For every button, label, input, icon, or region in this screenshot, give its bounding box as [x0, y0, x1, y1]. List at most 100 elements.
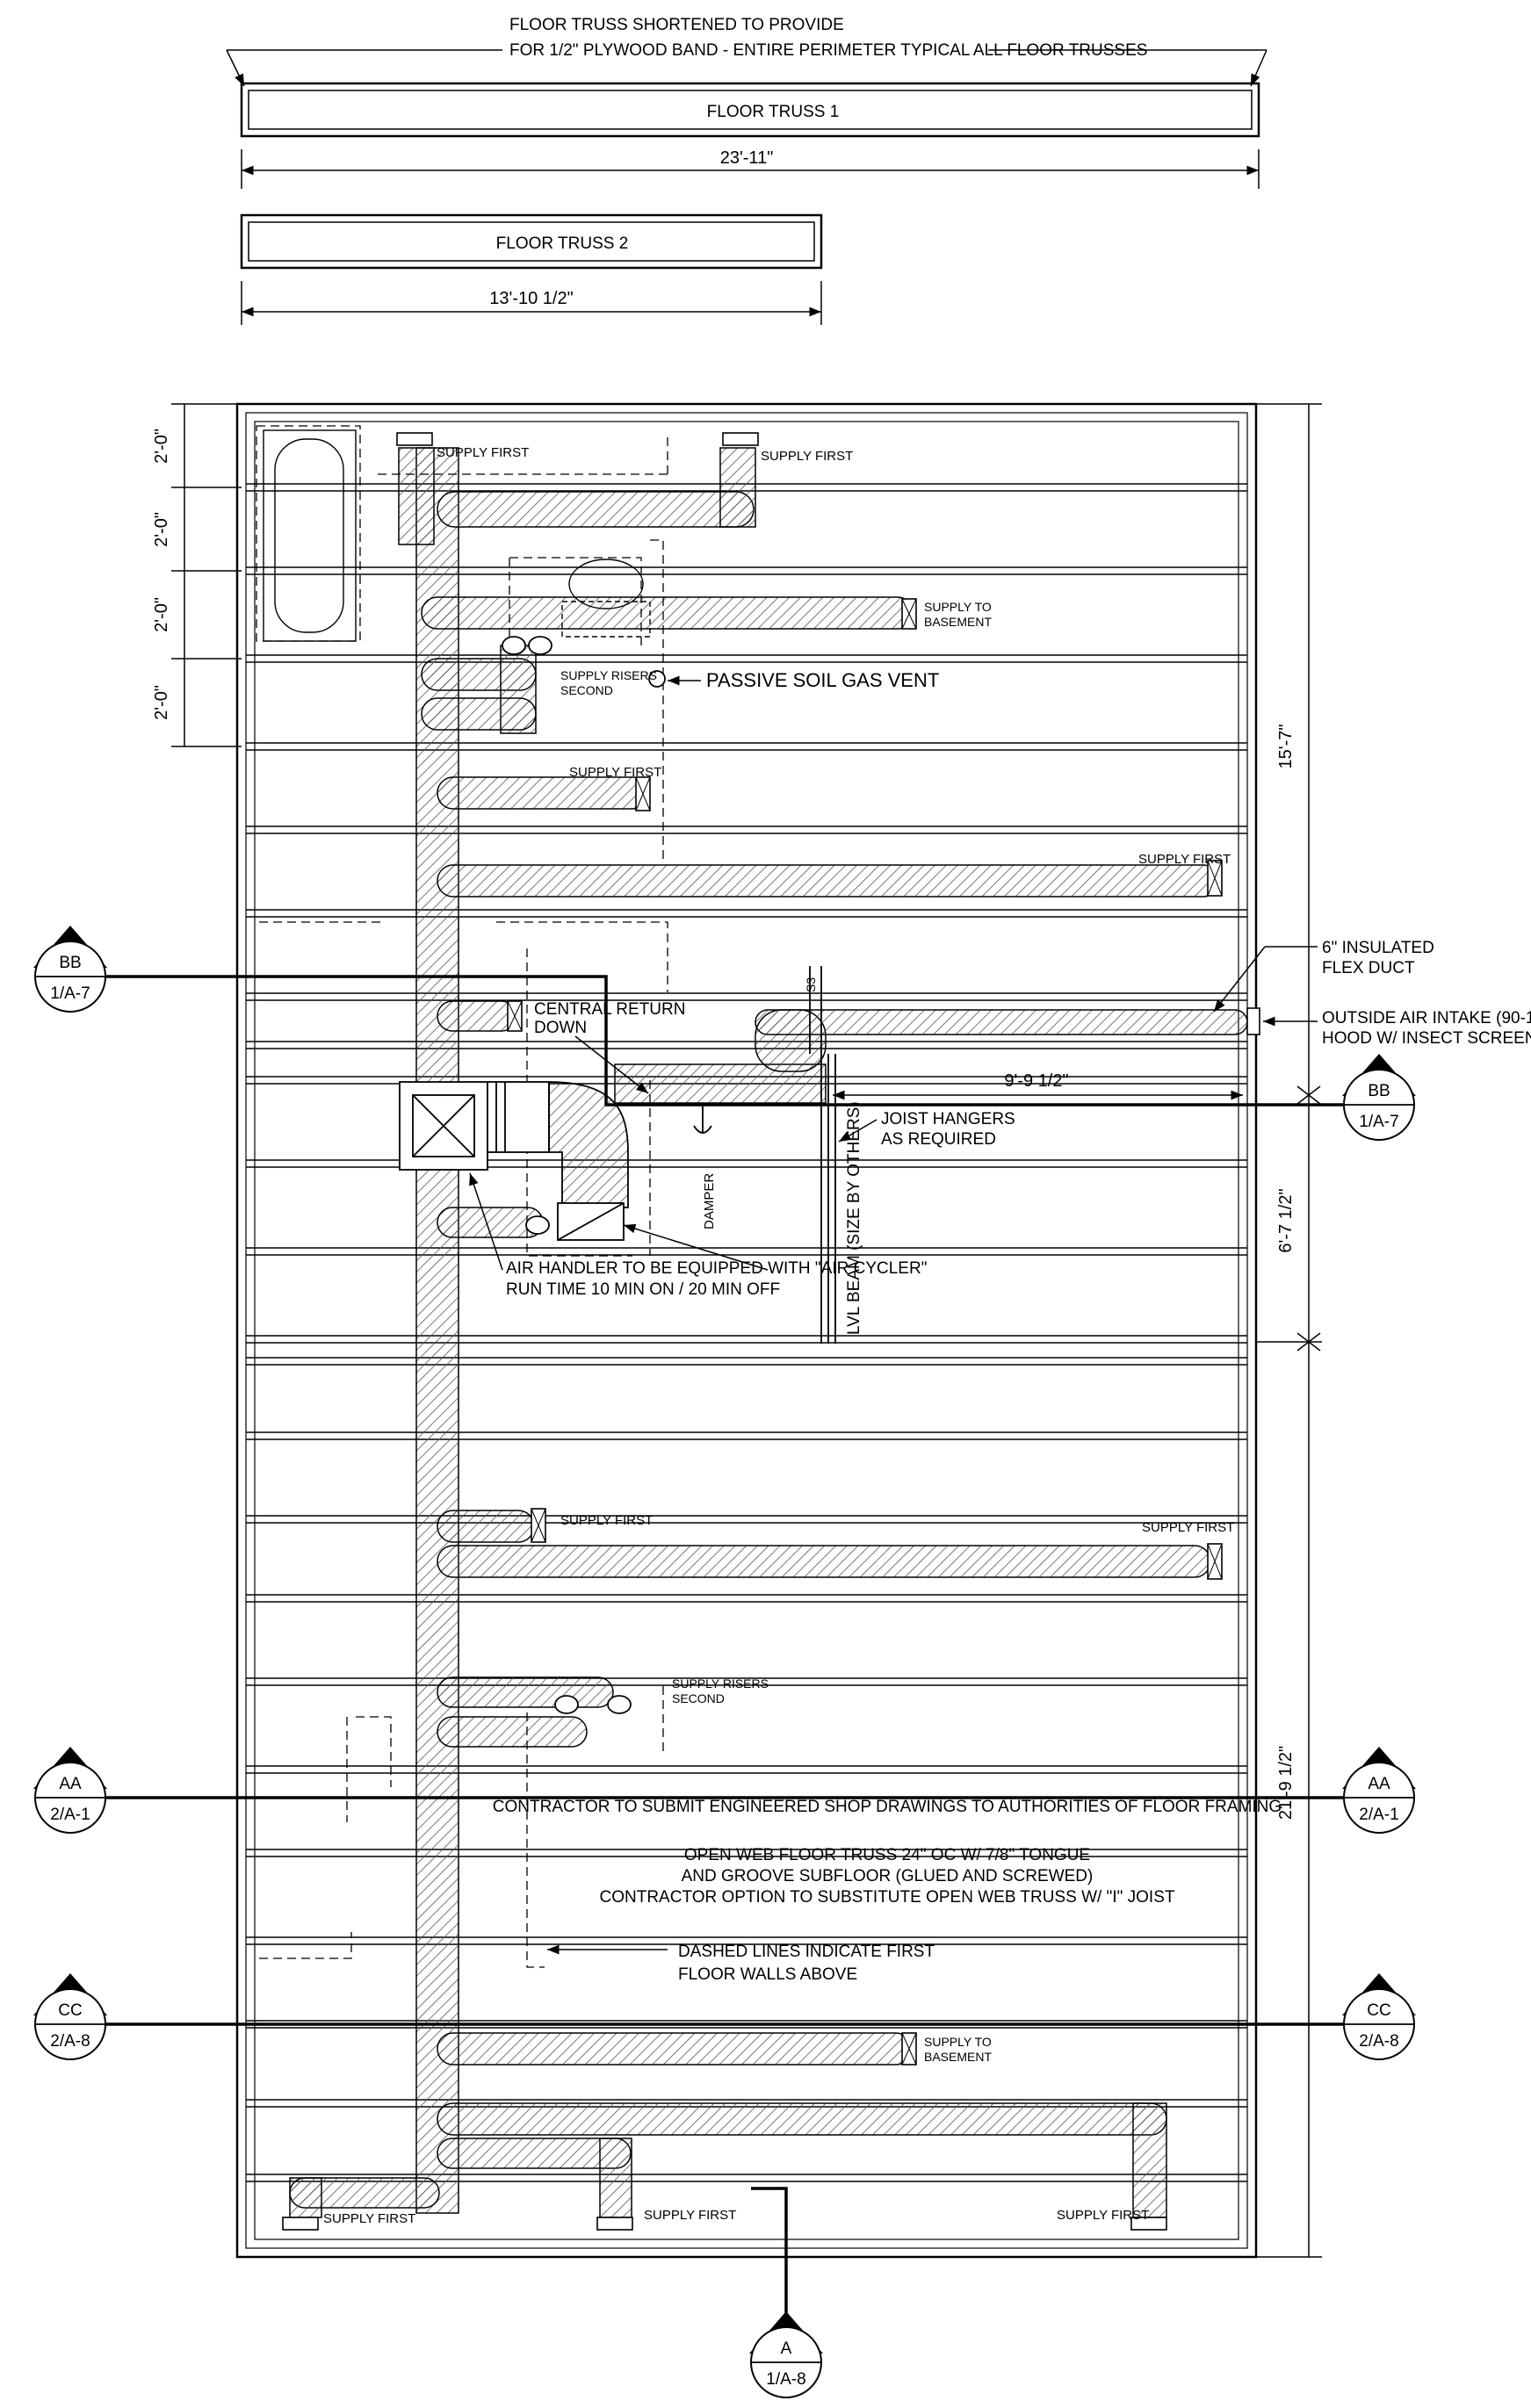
flex-duct-label-1: 6" INSULATED — [1322, 939, 1434, 957]
duct-branch-9 — [437, 1510, 535, 1543]
duct-riser-bottom-mid — [599, 2138, 632, 2218]
duct-branch-4 — [421, 697, 537, 731]
duct-branch-11 — [437, 1676, 614, 1708]
truss-1-dimension: 23'-11" — [720, 148, 774, 168]
riser-circle-4 — [554, 1695, 579, 1714]
open-web-note-1: OPEN WEB FLOOR TRUSS 24" OC W/ 7/8" TONG… — [684, 1846, 1090, 1864]
truss-2-dimension: 13'-10 1/2" — [489, 289, 573, 308]
section-tags: BB1/A-7BB1/A-7AA2/A-1AA2/A-1CC2/A-8CC2/A… — [33, 926, 1416, 2398]
section-tag-bb-left[interactable]: BB 1/A-7 — [33, 926, 107, 1013]
section-tag-cc-left-letter: CC — [58, 2001, 82, 2020]
left-dim-4: 2'-0" — [152, 685, 171, 720]
section-tag-aa-left-ref: 2/A-1 — [50, 1806, 90, 1824]
duct-system — [289, 447, 1248, 2218]
bathtub — [274, 438, 344, 633]
supply-risers-1a: SUPPLY RISERS — [560, 668, 657, 682]
section-tag-a[interactable]: A 1/A-8 — [749, 2311, 823, 2398]
supply-first-8: SUPPLY FIRST — [644, 2208, 736, 2223]
section-tag-cc-right-letter: CC — [1367, 2001, 1390, 2020]
section-tag-cc-right-ref: 2/A-8 — [1359, 2032, 1398, 2051]
supply-first-3: SUPPLY FIRST — [569, 765, 661, 780]
dashed-lines-note-2: FLOOR WALLS ABOVE — [678, 1965, 857, 1984]
section-tag-cc-left-ref: 2/A-8 — [50, 2032, 90, 2051]
floor-truss-1: FLOOR TRUSS 1 23'-11" — [240, 82, 1260, 189]
riser-circles — [502, 636, 666, 1714]
duct-branch-6 — [437, 864, 1220, 898]
register-diagonals — [507, 598, 1223, 2066]
truss-note: FLOOR TRUSS SHORTENED TO PROVIDE FOR 1/2… — [226, 16, 1267, 87]
joist-hangers-label-1: JOIST HANGERS — [881, 1110, 1015, 1128]
section-tag-bb-left-ref: 1/A-7 — [50, 984, 90, 1003]
right-dim-top: 15'-7" — [1276, 725, 1296, 769]
supply-risers-2b: SECOND — [672, 1691, 725, 1705]
truss-note-line2: FOR 1/2" PLYWOOD BAND - ENTIRE PERIMETER… — [509, 41, 1147, 60]
main-trunk — [415, 447, 459, 2214]
lvl-beam — [809, 966, 836, 1344]
air-intake-label-1: OUTSIDE AIR INTAKE (90-100 CFM) — [1322, 1009, 1531, 1027]
duct-branch-14 — [437, 2102, 1167, 2136]
section-tag-a-ref: 1/A-8 — [766, 2370, 805, 2389]
s3-label: S3 — [804, 977, 818, 992]
section-tag-bb-left-letter: BB — [59, 954, 81, 972]
section-tag-bb-right[interactable]: BB1/A-7 — [1342, 1054, 1416, 1141]
supply-first-4: SUPPLY FIRST — [1138, 852, 1231, 867]
central-return-label-1: CENTRAL RETURN — [534, 1000, 685, 1019]
shop-drawings-note: CONTRACTOR TO SUBMIT ENGINEERED SHOP DRA… — [493, 1798, 1282, 1816]
register-1 — [396, 432, 433, 446]
sink-bowl — [568, 559, 644, 609]
floor-truss-2: FLOOR TRUSS 2 13'-10 1/2" — [240, 213, 823, 325]
supply-risers-1b: SECOND — [560, 683, 613, 697]
air-handler-note-1: AIR HANDLER TO BE EQUIPPED WITH "AIR CYC… — [506, 1259, 927, 1278]
duct-branch-13 — [437, 2032, 913, 2066]
air-intake-label-2: HOOD W/ INSECT SCREEN — [1322, 1029, 1531, 1048]
section-tag-aa-left-letter: AA — [59, 1775, 82, 1793]
section-tag-a-letter: A — [781, 2340, 792, 2358]
flex-duct — [755, 1009, 1248, 1035]
plumbing-fixtures — [263, 429, 651, 642]
section-tag-aa-right-ref: 2/A-1 — [1359, 1806, 1398, 1824]
riser-circle-5 — [607, 1695, 632, 1714]
truss-note-line1: FLOOR TRUSS SHORTENED TO PROVIDE — [509, 16, 844, 34]
section-tag-cc-left[interactable]: CC 2/A-8 — [33, 1973, 107, 2060]
duct-riser-bottom-left — [289, 2177, 322, 2218]
left-dim-3: 2'-0" — [152, 597, 171, 632]
soil-gas-vent-symbol — [648, 670, 666, 688]
beam-dimension-text: 9'-9 1/2" — [1004, 1071, 1068, 1091]
open-web-note-3: CONTRACTOR OPTION TO SUBSTITUTE OPEN WEB… — [600, 1888, 1175, 1907]
damper-label: DAMPER — [702, 1173, 717, 1229]
annotation-notes: PASSIVE SOIL GAS VENT 6" INSULATED FLEX … — [469, 669, 1531, 1984]
tub-outer — [263, 429, 357, 642]
open-web-note-2: AND GROOVE SUBFLOOR (GLUED AND SCREWED) — [682, 1867, 1094, 1885]
supply-basement-1a: SUPPLY TO — [924, 600, 992, 614]
section-tag-cc-right[interactable]: CC 2/A-8 — [1342, 1973, 1416, 2060]
dashed-lines-note-1: DASHED LINES INDICATE FIRST — [678, 1943, 935, 1961]
register-10 — [282, 2217, 319, 2231]
joist-hangers-label-2: AS REQUIRED — [881, 1130, 996, 1149]
duct-branch-1 — [437, 491, 755, 528]
register-11 — [596, 2217, 633, 2231]
soil-gas-vent-label: PASSIVE SOIL GAS VENT — [706, 669, 939, 691]
duct-branch-12 — [437, 1716, 588, 1748]
section-tag-bb-right-ref: 1/A-7 — [1359, 1113, 1398, 1131]
riser-circle-2 — [528, 636, 552, 655]
section-tag-aa-right-letter: AA — [1368, 1775, 1390, 1793]
register-12 — [1130, 2217, 1167, 2231]
duct-riser-bottom-right — [1132, 2102, 1167, 2218]
section-line-bb — [105, 975, 1344, 1107]
plan-outline — [235, 402, 1258, 2259]
section-tag-aa-right[interactable]: AA 2/A-1 — [1342, 1747, 1416, 1834]
section-tag-aa-left[interactable]: AA 2/A-1 — [33, 1747, 107, 1834]
right-dim-bottom: 21'-9 1/2" — [1276, 1746, 1296, 1820]
supply-basement-1b: BASEMENT — [924, 615, 992, 629]
duct-riser-top-1 — [398, 447, 435, 545]
air-handler-note-2: RUN TIME 10 MIN ON / 20 MIN OFF — [506, 1280, 780, 1299]
section-line-a — [751, 2187, 788, 2349]
supply-basement-2b: BASEMENT — [924, 2050, 992, 2064]
left-dim-2: 2'-0" — [152, 512, 171, 547]
air-intake-hood — [1246, 1007, 1260, 1035]
floor-truss-2-label: FLOOR TRUSS 2 — [496, 234, 629, 253]
damper-symbol — [693, 1105, 712, 1134]
supply-first-7: SUPPLY FIRST — [323, 2211, 415, 2226]
duct-branch-7 — [437, 1000, 517, 1032]
